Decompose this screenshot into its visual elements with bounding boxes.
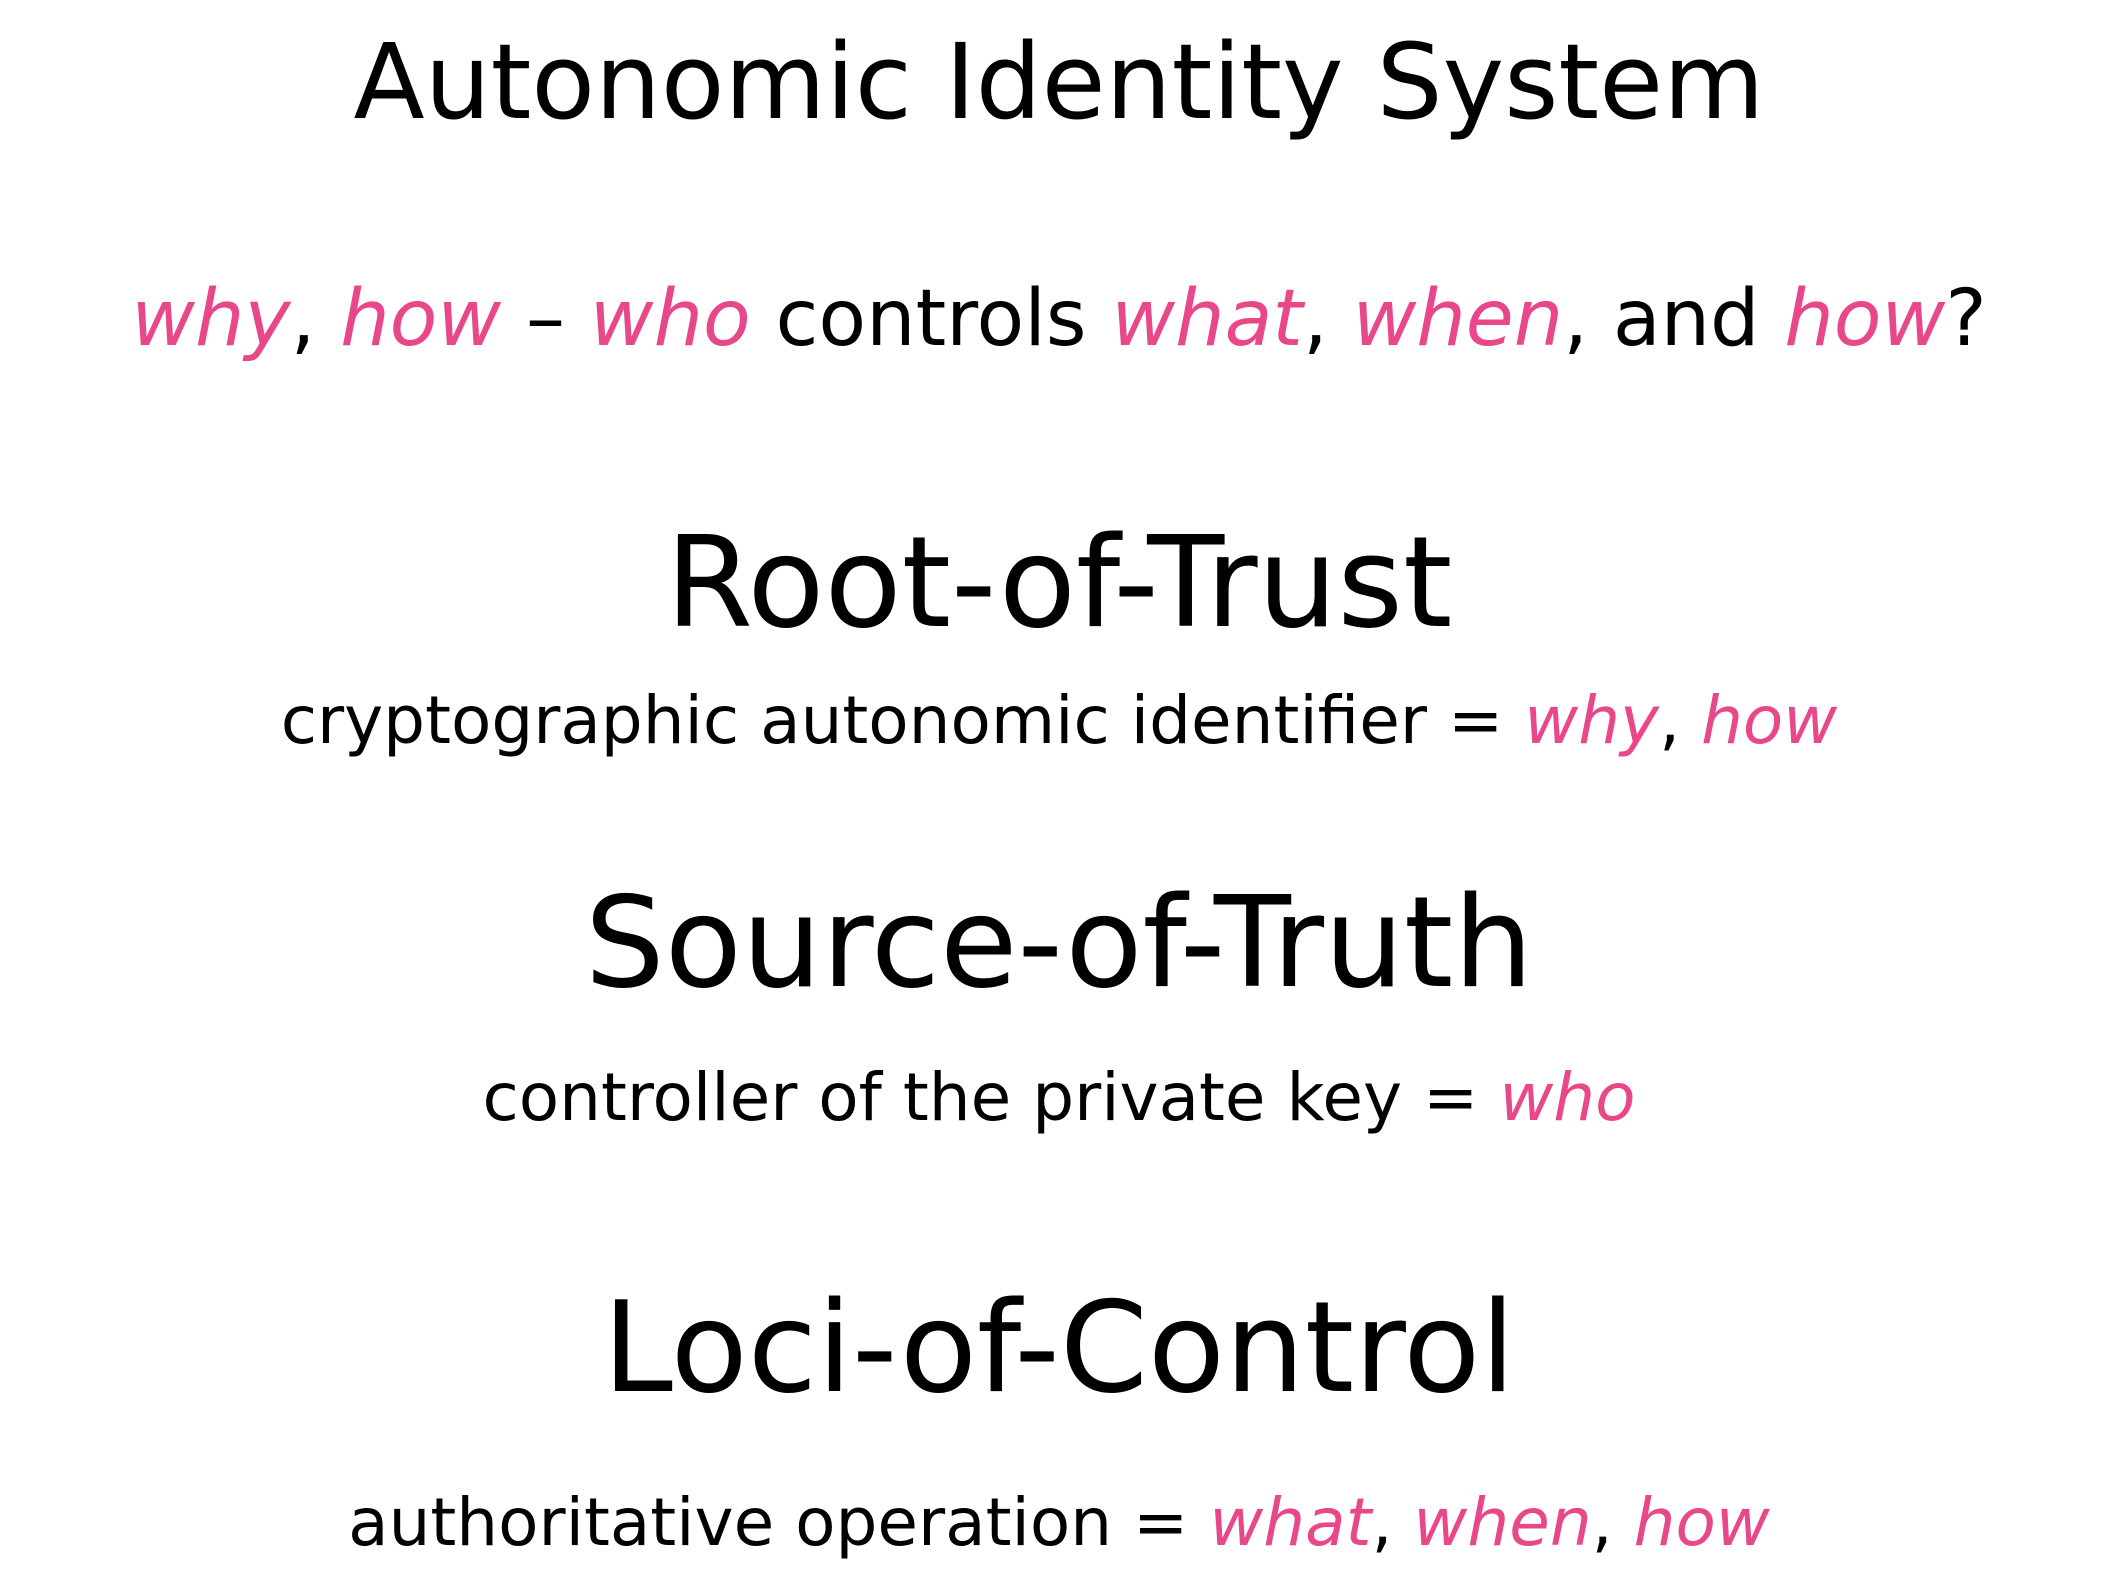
question-line: why, how – who controls what, when, and … xyxy=(0,280,2118,358)
question-text: , xyxy=(1302,274,1353,364)
keyword-how: how xyxy=(340,274,502,364)
keyword-when: when xyxy=(1352,274,1564,364)
keyword-what: what xyxy=(1111,274,1303,364)
keyword-why: why xyxy=(131,274,291,364)
loci-of-control-description: authoritative operation = what, when, ho… xyxy=(0,1490,2118,1556)
question-text: ? xyxy=(1945,274,1987,364)
question-text: , xyxy=(290,274,341,364)
keyword-how: how xyxy=(1784,274,1946,364)
keyword-how: how xyxy=(1701,682,1838,759)
description-text: , xyxy=(1659,682,1702,759)
keyword-how: how xyxy=(1633,1484,1770,1561)
root-of-trust-description: cryptographic autonomic identifier = why… xyxy=(0,688,2118,754)
description-text: authoritative operation = xyxy=(348,1484,1210,1561)
keyword-what: what xyxy=(1209,1484,1372,1561)
keyword-when: when xyxy=(1413,1484,1592,1561)
keyword-who: who xyxy=(1499,1059,1636,1136)
question-text: – xyxy=(501,274,590,364)
keyword-who: who xyxy=(589,274,751,364)
keyword-why: why xyxy=(1524,682,1660,759)
description-text: , xyxy=(1591,1484,1634,1561)
loci-of-control-heading: Loci-of-Control xyxy=(602,1274,1516,1421)
source-of-truth-heading: Source-of-Truth xyxy=(584,869,1534,1016)
question-text: , and xyxy=(1563,274,1785,364)
description-text: , xyxy=(1371,1484,1414,1561)
source-of-truth-description: controller of the private key = who xyxy=(0,1065,2118,1131)
description-text: cryptographic autonomic identifier = xyxy=(280,682,1525,759)
question-text: controls xyxy=(750,274,1112,364)
description-text: controller of the private key = xyxy=(482,1059,1500,1136)
root-of-trust-heading: Root-of-Trust xyxy=(665,509,1453,656)
page-title: Autonomic Identity System xyxy=(353,21,1765,143)
